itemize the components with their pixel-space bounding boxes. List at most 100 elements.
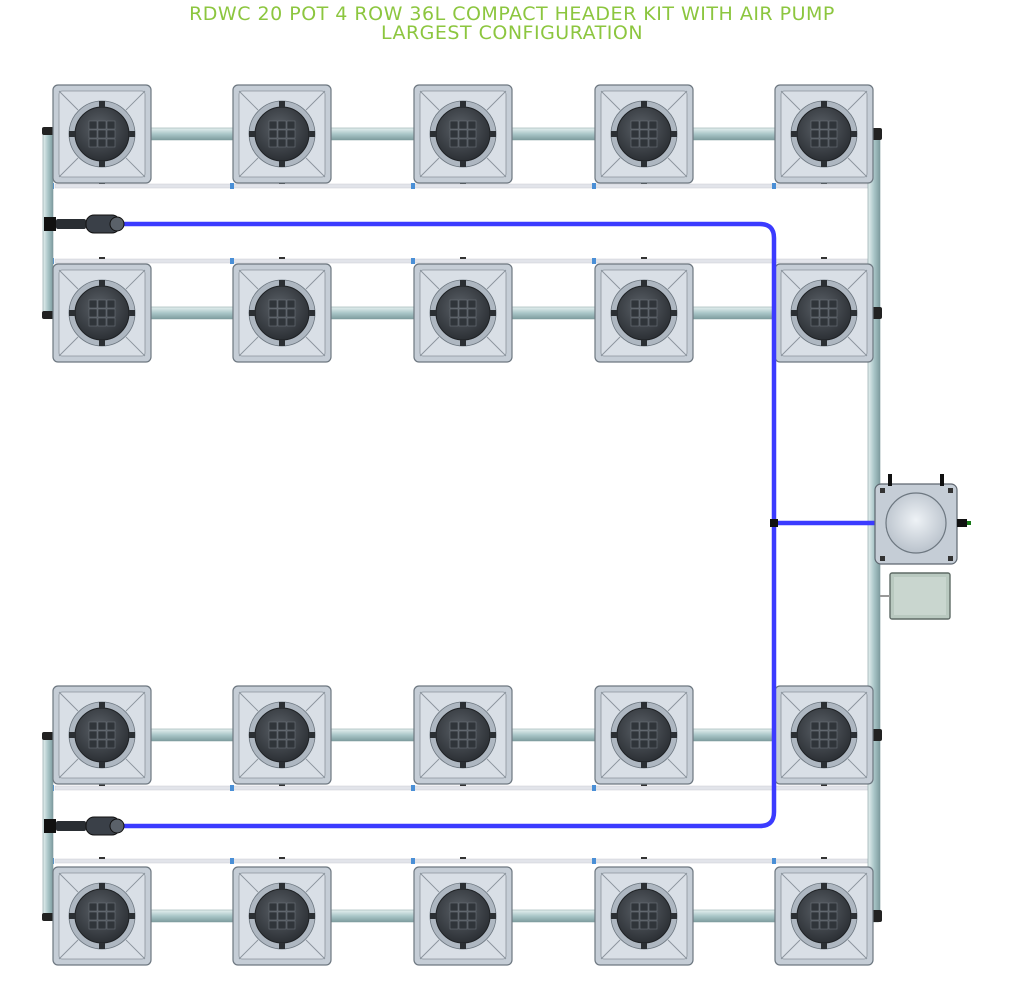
lid-clip <box>641 161 647 167</box>
net-basket-cell <box>268 730 278 740</box>
pot-corner-rib <box>238 336 259 357</box>
lid-clip <box>69 913 75 919</box>
valve-body <box>56 219 86 229</box>
net-basket-cell <box>467 920 477 930</box>
lid-clip <box>821 943 827 949</box>
lid-clip <box>460 280 466 286</box>
drain-fitting <box>772 183 776 189</box>
drain-clip <box>279 257 285 259</box>
net-basket-cell <box>630 120 640 130</box>
pot-corner-rib <box>667 939 688 960</box>
lid-clip <box>279 101 285 107</box>
header-tank <box>874 474 971 565</box>
lid-clip <box>821 161 827 167</box>
net-basket-cell <box>449 129 459 139</box>
drain-clip <box>641 784 647 786</box>
lid-clip <box>460 101 466 107</box>
drain-fitting <box>592 183 596 189</box>
pot-corner-rib <box>419 758 440 779</box>
pot-corner-rib <box>486 269 507 290</box>
pot-corner-rib <box>238 90 259 111</box>
net-basket-cell <box>648 138 658 148</box>
pot-corner-rib <box>305 758 326 779</box>
pot-corner-rib <box>780 691 801 712</box>
lid-clip <box>309 732 315 738</box>
net-basket-cell <box>639 317 649 327</box>
valve-knob <box>109 818 125 834</box>
pot-r3-c2 <box>232 685 332 785</box>
net-basket-cell <box>286 920 296 930</box>
net-basket-cell <box>467 299 477 309</box>
net-basket-cell <box>458 138 468 148</box>
pot-corner-rib <box>305 691 326 712</box>
lid-clip <box>249 131 255 137</box>
pot-r3-c4 <box>594 685 694 785</box>
net-basket-cell <box>97 721 107 731</box>
net-basket-cell <box>810 730 820 740</box>
net-basket-cell <box>458 739 468 749</box>
lid-clip <box>791 913 797 919</box>
lid-clip <box>821 883 827 889</box>
net-basket-cell <box>97 920 107 930</box>
lid-clip <box>279 280 285 286</box>
net-basket-cell <box>88 299 98 309</box>
net-basket-cell <box>819 129 829 139</box>
lid-clip <box>129 913 135 919</box>
lid-clip <box>821 762 827 768</box>
net-basket-cell <box>277 120 287 130</box>
net-basket-cell <box>97 308 107 318</box>
lid-clip <box>611 310 617 316</box>
pot-r2-c3 <box>413 263 513 363</box>
lid-clip <box>791 732 797 738</box>
pot-r1-c1 <box>52 84 152 184</box>
pot-corner-rib <box>600 939 621 960</box>
net-basket-cell <box>286 730 296 740</box>
net-basket-cell <box>458 911 468 921</box>
net-basket-cell <box>106 739 116 749</box>
lid-clip <box>99 340 105 346</box>
lid-clip <box>69 131 75 137</box>
net-basket-cell <box>97 120 107 130</box>
net-basket-cell <box>639 730 649 740</box>
pot-corner-rib <box>780 939 801 960</box>
lid-clip <box>309 913 315 919</box>
lid-clip <box>611 732 617 738</box>
lid-clip <box>641 340 647 346</box>
net-basket-cell <box>819 911 829 921</box>
lid-clip <box>69 732 75 738</box>
pot-corner-rib <box>780 269 801 290</box>
pot-r4-c2 <box>232 866 332 966</box>
pot-corner-rib <box>780 758 801 779</box>
pot-corner-rib <box>125 758 146 779</box>
pot-corner-rib <box>780 336 801 357</box>
lid-clip <box>279 340 285 346</box>
net-basket-cell <box>449 138 459 148</box>
net-basket-cell <box>458 120 468 130</box>
pot-corner-rib <box>58 269 79 290</box>
lid-clip <box>671 732 677 738</box>
lid-clip <box>851 310 857 316</box>
net-basket-cell <box>449 911 459 921</box>
lid-clip <box>821 702 827 708</box>
pot-corner-rib <box>305 872 326 893</box>
pot-corner-rib <box>486 939 507 960</box>
drain-line-4 <box>54 858 876 864</box>
net-basket-cell <box>467 721 477 731</box>
lid-clip <box>129 131 135 137</box>
drain-fitting <box>772 858 776 864</box>
net-basket-cell <box>268 911 278 921</box>
net-basket-cell <box>97 730 107 740</box>
drain-fitting <box>411 258 415 264</box>
net-basket-cell <box>639 120 649 130</box>
drain-clip <box>821 784 827 786</box>
net-basket-cell <box>810 739 820 749</box>
pot-corner-rib <box>667 90 688 111</box>
pot-corner-rib <box>238 269 259 290</box>
pot-r4-c1 <box>52 866 152 966</box>
net-basket-cell <box>106 721 116 731</box>
pot-corner-rib <box>419 691 440 712</box>
pot-corner-rib <box>600 157 621 178</box>
drain-clip <box>821 257 827 259</box>
net-basket-cell <box>286 911 296 921</box>
pot-corner-rib <box>125 90 146 111</box>
